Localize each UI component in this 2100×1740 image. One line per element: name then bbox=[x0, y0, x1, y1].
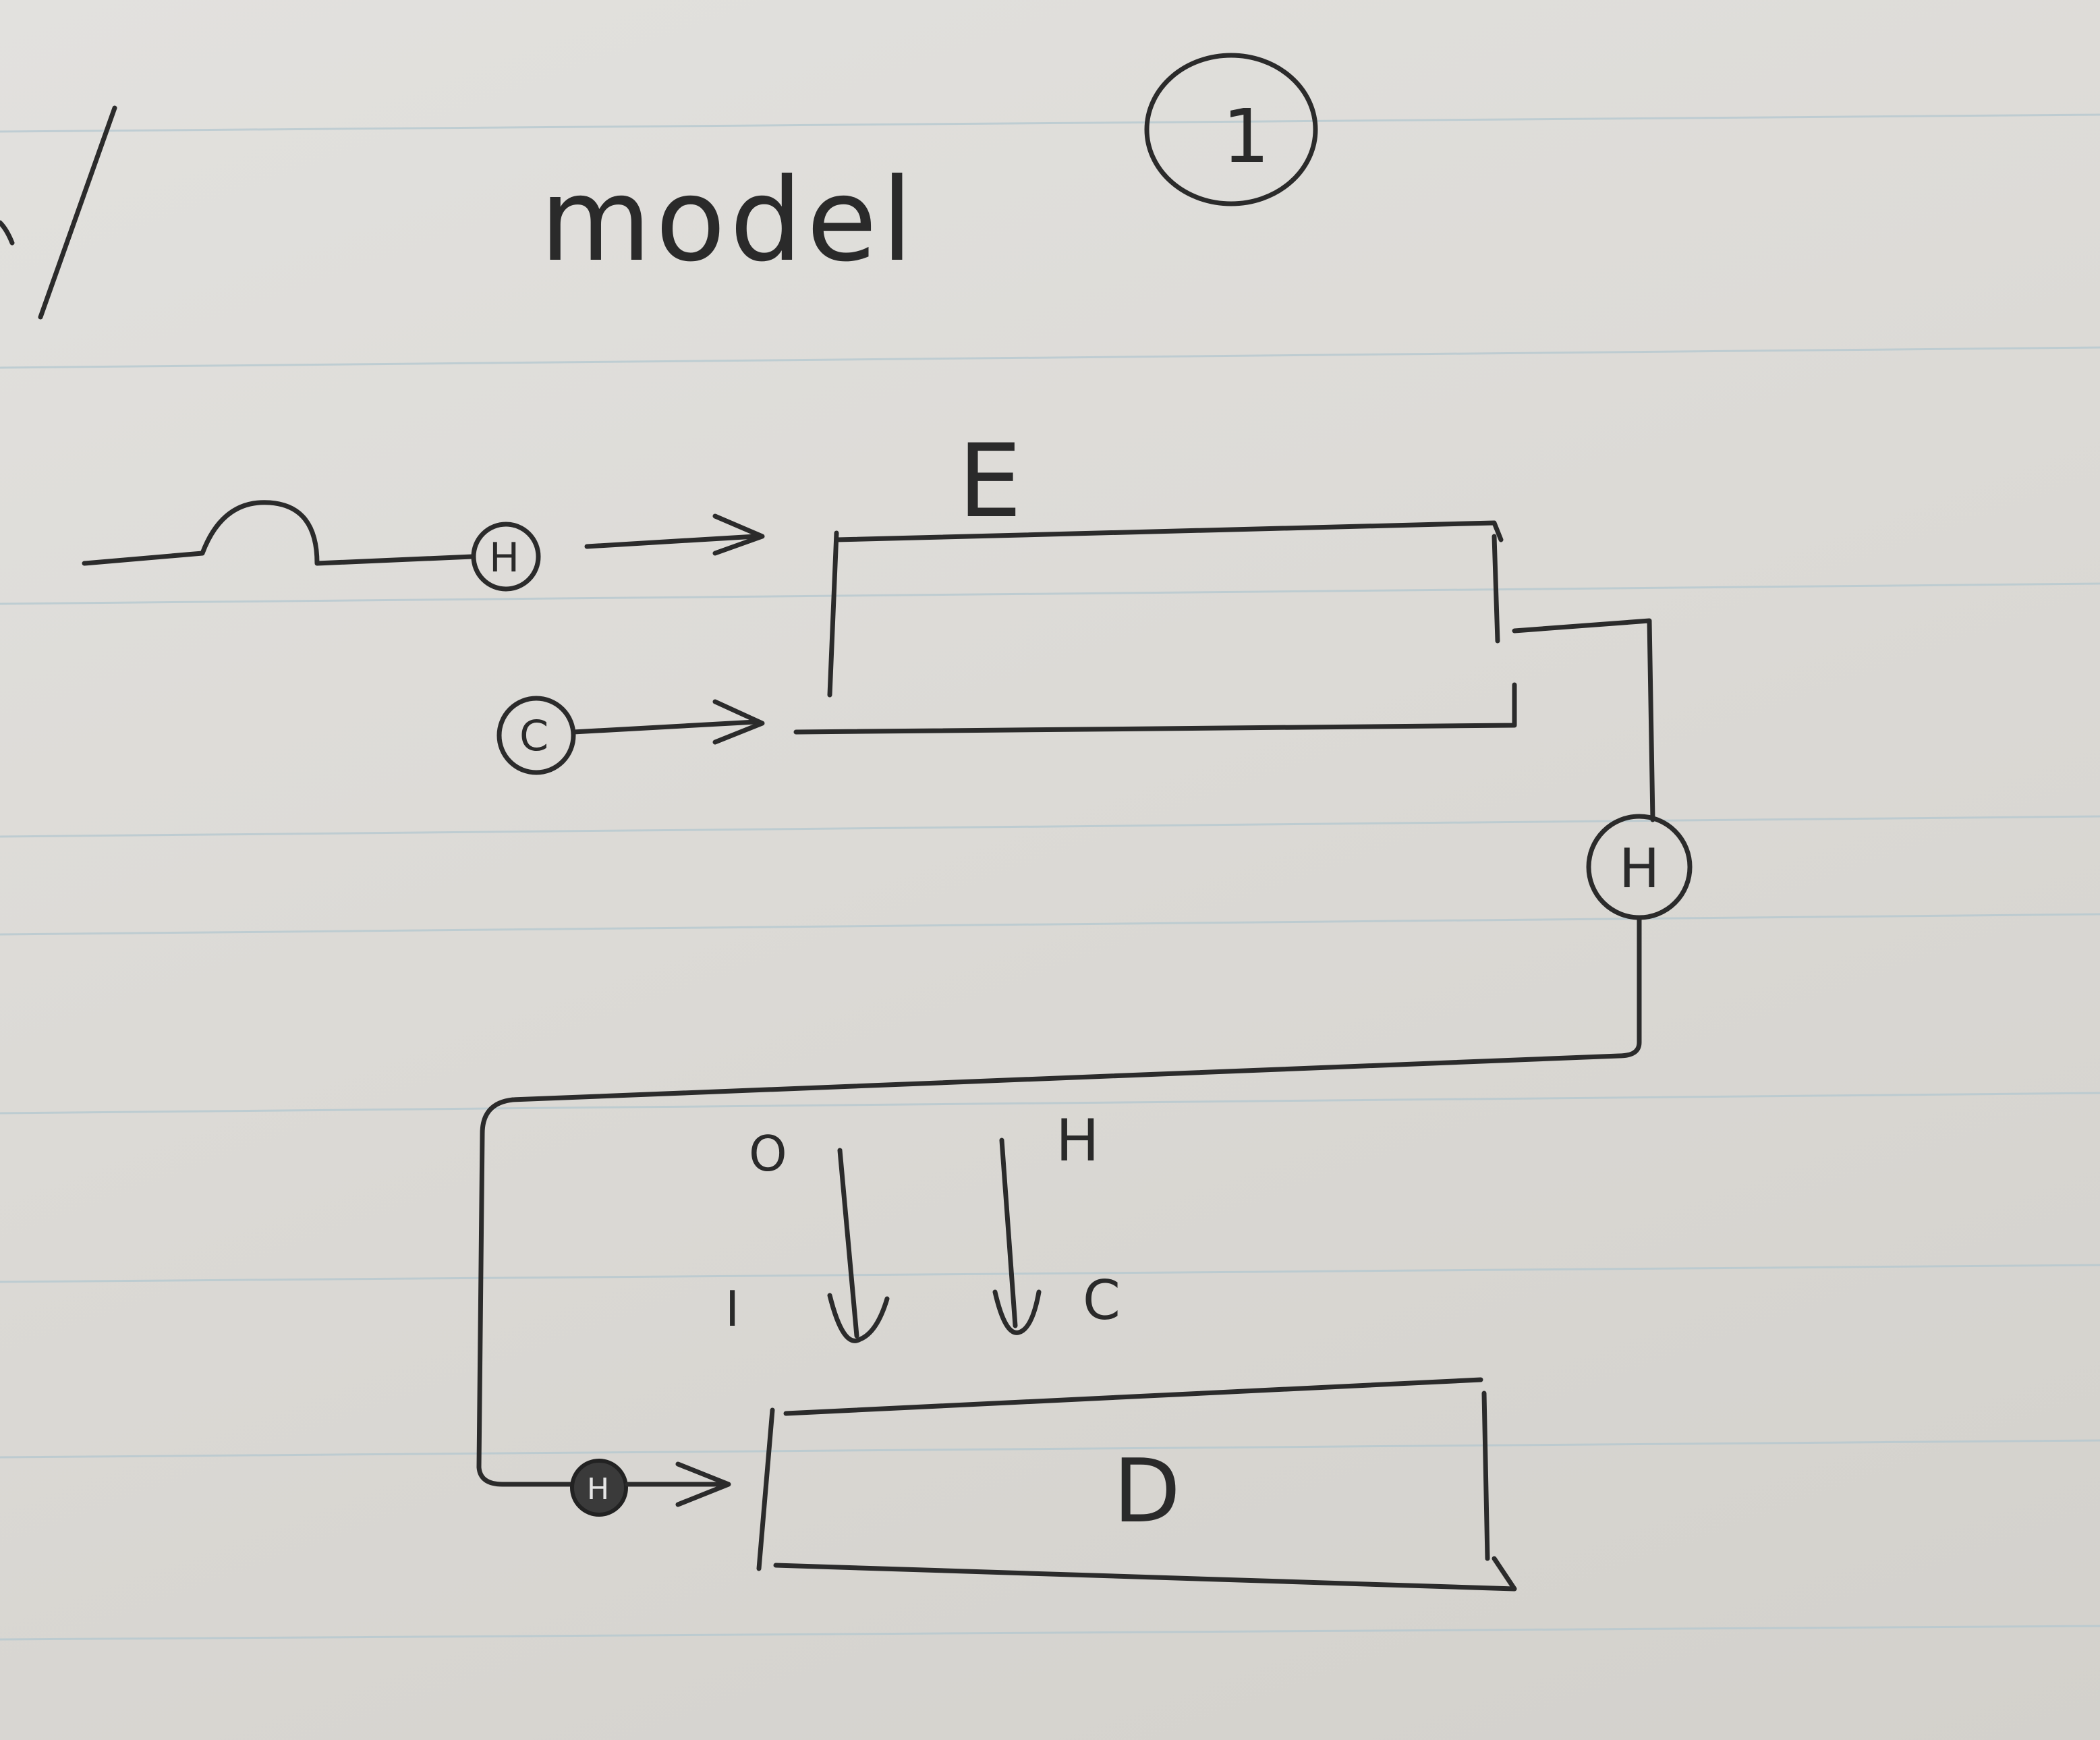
decoder-annotation-h: H bbox=[1056, 1107, 1100, 1175]
decoder-box bbox=[756, 1377, 1517, 1592]
diagram-title: model bbox=[540, 154, 917, 287]
model-number-badge: 1 bbox=[1144, 53, 1318, 206]
encoder-output-line bbox=[1512, 618, 1655, 822]
decoder-input-arrowhead bbox=[675, 1461, 731, 1507]
cell-state-arrow-shaft bbox=[571, 719, 758, 735]
decoder-annotation-i: I bbox=[725, 1281, 739, 1337]
cell-state-input-label: C bbox=[519, 711, 548, 760]
encoder-label: E bbox=[958, 423, 1022, 540]
model-number: 1 bbox=[1222, 93, 1270, 179]
decoder-input-node: H bbox=[570, 1459, 628, 1517]
margin-fragment bbox=[0, 220, 15, 246]
hidden-state-input-label: H bbox=[489, 534, 519, 582]
annotation-arrowhead-right bbox=[992, 1289, 1042, 1335]
hidden-state-arrow-shaft bbox=[584, 534, 758, 549]
decoder-annotation-o: O bbox=[749, 1125, 787, 1182]
cell-state-arrowhead bbox=[712, 699, 765, 745]
ruled-lines bbox=[0, 113, 2100, 1641]
decoder-label: D bbox=[1113, 1440, 1181, 1542]
hidden-state-arrowhead bbox=[712, 513, 765, 556]
margin-stroke bbox=[38, 105, 117, 320]
transfer-state-label: H bbox=[1619, 837, 1659, 900]
transfer-state-node: H bbox=[1586, 814, 1693, 920]
decoder-annotation-c: C bbox=[1083, 1269, 1120, 1332]
input-sequence-wave bbox=[82, 500, 475, 566]
state-transfer-line bbox=[476, 915, 1642, 1487]
decoder-input-label: H bbox=[587, 1472, 609, 1507]
encoder-box bbox=[793, 520, 1517, 735]
annotation-arrowhead-left bbox=[827, 1293, 890, 1343]
cell-state-input-node: C bbox=[496, 696, 576, 775]
annotation-arrow-shaft-left bbox=[837, 1148, 859, 1339]
annotation-arrow-shaft-right bbox=[999, 1138, 1018, 1328]
hidden-state-input-node: H bbox=[471, 522, 541, 592]
